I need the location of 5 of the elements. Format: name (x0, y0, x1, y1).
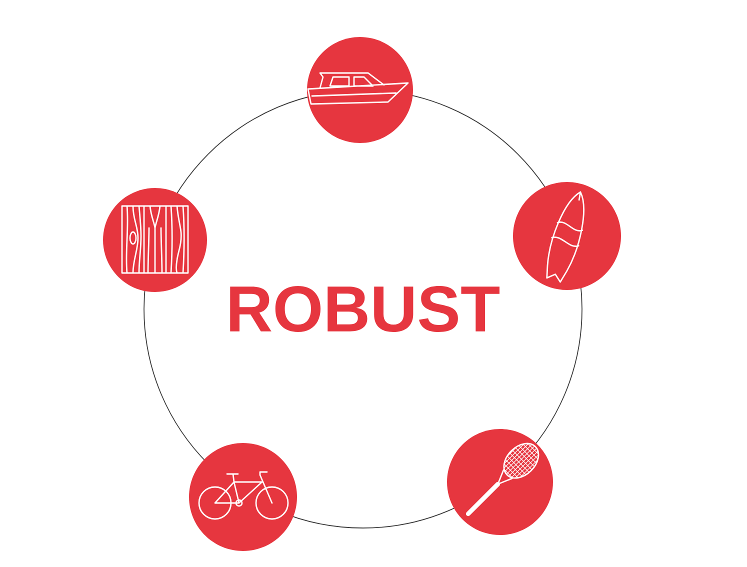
tennis-racket-icon (447, 429, 553, 535)
surfboard-icon (513, 182, 621, 290)
wood-planks-icon (103, 188, 207, 292)
boat-icon (307, 37, 413, 143)
bicycle-icon (189, 443, 297, 551)
